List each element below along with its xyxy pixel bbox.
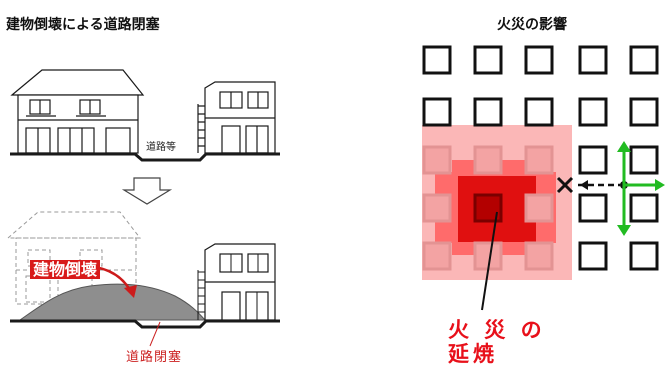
- escape-arrows: [622, 150, 660, 228]
- street-after-illustration: [6, 211, 276, 321]
- fire-label-pointer: [481, 211, 498, 311]
- transition-arrow: [121, 177, 173, 205]
- title-road-blockage: 建物倒壊による道路閉塞: [6, 17, 160, 33]
- blocked-pointer: [149, 321, 161, 347]
- road-ground-before: [10, 152, 280, 162]
- street-before-illustration: [10, 69, 276, 154]
- left-house-roof: [10, 69, 145, 96]
- debris-pile: [18, 283, 207, 321]
- fire-spread-label-line1: 火 災 の: [448, 317, 546, 342]
- fire-spread-label-line2: 延焼: [448, 341, 498, 366]
- road-ground-after: [10, 319, 280, 329]
- left-house: [17, 94, 139, 154]
- collapse-label: 建物倒壊: [30, 260, 101, 279]
- road-blocked-label: 道路閉塞: [126, 350, 183, 365]
- road-label: 道路等: [146, 142, 176, 153]
- title-fire-impact: 火災の影響: [497, 17, 567, 33]
- blocked-route-marker: [556, 176, 620, 194]
